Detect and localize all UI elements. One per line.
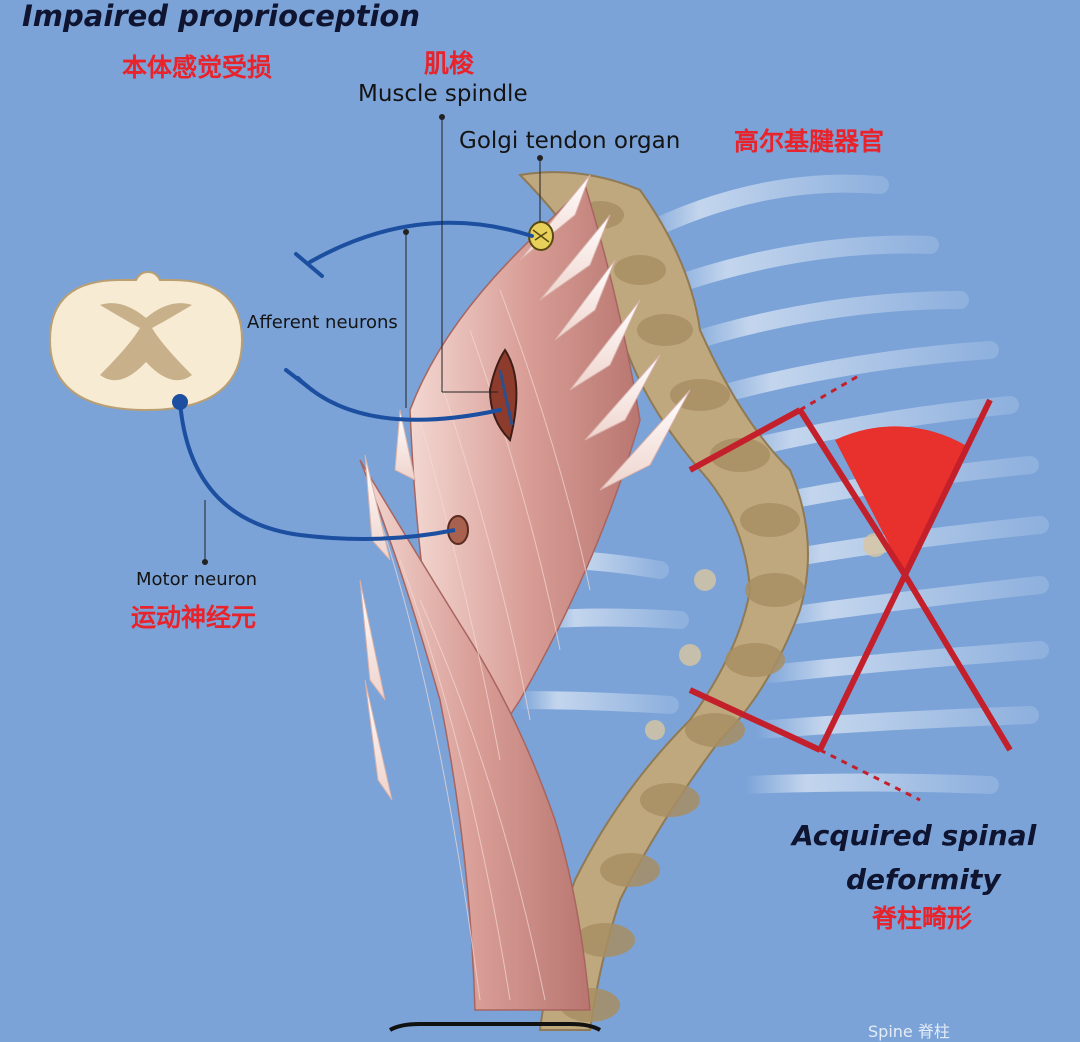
- spinal-deformity-label-line2: deformity: [846, 863, 1001, 896]
- muscle-spindle-label: Muscle spindle: [358, 81, 528, 107]
- spinal-deformity-label-line1: Acquired spinal: [792, 819, 1037, 852]
- afferent-neuron-paths: [284, 220, 534, 422]
- motor-neuron-path: [178, 401, 456, 541]
- golgi-tendon-organ-label-cn: 高尔基腱器官: [734, 127, 885, 156]
- muscle-bundle: [359, 174, 691, 1011]
- watermark: Spine 脊柱: [868, 1022, 950, 1041]
- golgi-tendon-organ-label: Golgi tendon organ: [459, 128, 681, 154]
- base-shape: [388, 1022, 602, 1032]
- diagram-title: Impaired proprioception: [22, 0, 420, 33]
- spinal-cord-cross-section: [48, 270, 244, 412]
- motor-neuron-soma: [172, 394, 188, 410]
- motor-neuron-label-cn: 运动神经元: [131, 603, 257, 632]
- deformity-angle-marks: [688, 373, 1013, 802]
- spine: [517, 171, 887, 1031]
- leader-lines: [204, 117, 541, 562]
- motor-neuron-label: Motor neuron: [136, 569, 258, 590]
- leader-dots: [202, 114, 543, 565]
- muscle-spindle-label-cn: 肌梭: [424, 49, 475, 78]
- afferent-neurons-label: Afferent neurons: [247, 312, 398, 333]
- diagram-title-cn: 本体感觉受损: [122, 53, 273, 82]
- spinal-deformity-label-cn: 脊柱畸形: [872, 904, 973, 933]
- muscle-spindle-icon: [488, 348, 518, 442]
